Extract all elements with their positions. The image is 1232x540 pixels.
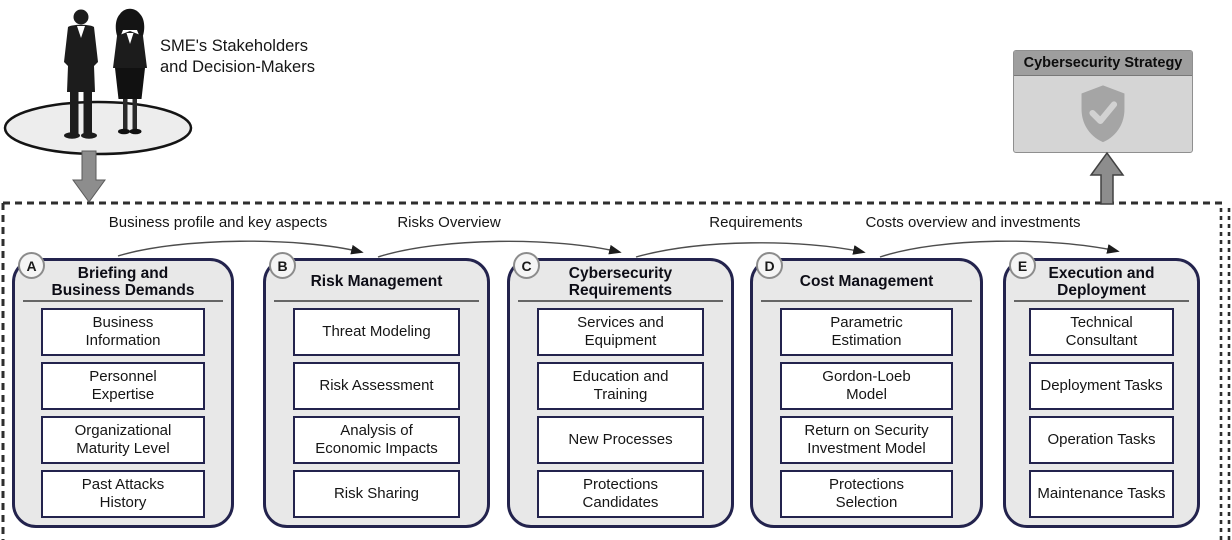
- stage-cybersecurity-requirements: C Cybersecurity Requirements Services an…: [507, 252, 734, 528]
- flow-label-costs-overview: Costs overview and investments: [865, 214, 1081, 231]
- stage-item: Protections Selection: [780, 470, 953, 518]
- stage-badge-e: E: [1009, 252, 1036, 279]
- stage-badge-b: B: [269, 252, 296, 279]
- stakeholders-illustration: [3, 8, 193, 156]
- stage-item: Education and Training: [536, 362, 705, 410]
- shield-check-icon: [1081, 85, 1125, 143]
- stage-title: Execution and Deployment: [1048, 264, 1155, 299]
- stage-item: Risk Sharing: [292, 470, 461, 518]
- strategy-body: [1014, 76, 1192, 152]
- stage-item: Past Attacks History: [40, 470, 206, 518]
- stage-item: Operation Tasks: [1028, 416, 1175, 464]
- stage-title: Risk Management: [310, 273, 443, 290]
- stage-item: Personnel Expertise: [40, 362, 206, 410]
- title-separator: [1014, 300, 1189, 302]
- stage-risk-management: B Risk Management Threat Modeling Risk A…: [263, 252, 490, 528]
- strategy-title: Cybersecurity Strategy: [1014, 51, 1192, 76]
- stage-item: Return on Security Investment Model: [780, 416, 953, 464]
- stage-briefing-business-demands: A Briefing and Business Demands Business…: [12, 252, 234, 528]
- stage-item: Technical Consultant: [1028, 308, 1175, 356]
- stakeholders-down-arrow-icon: [72, 150, 106, 203]
- cybersecurity-strategy-box: Cybersecurity Strategy: [1013, 50, 1193, 153]
- flow-label-business-profile: Business profile and key aspects: [108, 214, 328, 231]
- stage-execution-deployment: E Execution and Deployment Technical Con…: [1003, 252, 1200, 528]
- flow-label-requirements: Requirements: [709, 214, 803, 231]
- stage-item: Risk Assessment: [292, 362, 461, 410]
- title-separator: [23, 300, 223, 302]
- stage-item: Protections Candidates: [536, 470, 705, 518]
- stage-flow-arrows: [117, 240, 1120, 258]
- stage-item: Services and Equipment: [536, 308, 705, 356]
- stakeholders-label: SME's Stakeholders and Decision-Makers: [160, 37, 315, 76]
- title-separator: [518, 300, 723, 302]
- title-separator: [274, 300, 479, 302]
- flow-label-risks-overview: Risks Overview: [397, 214, 501, 231]
- stage-item: Business Information: [40, 308, 206, 356]
- stage-item: New Processes: [536, 416, 705, 464]
- title-separator: [761, 300, 972, 302]
- stage-item: Gordon-Loeb Model: [780, 362, 953, 410]
- businessman-silhouette: [64, 9, 98, 139]
- stage-item: Analysis of Economic Impacts: [292, 416, 461, 464]
- platform-ellipse: [3, 100, 193, 156]
- strategy-up-arrow-icon: [1089, 151, 1125, 205]
- stage-title: Briefing and Business Demands: [51, 264, 195, 299]
- stage-item: Organizational Maturity Level: [40, 416, 206, 464]
- stage-item: Maintenance Tasks: [1028, 470, 1175, 518]
- stage-badge-c: C: [513, 252, 540, 279]
- stage-badge-a: A: [18, 252, 45, 279]
- stage-item: Parametric Estimation: [780, 308, 953, 356]
- stage-title: Cost Management: [799, 273, 934, 290]
- businesswoman-silhouette: [113, 8, 147, 135]
- stage-item: Deployment Tasks: [1028, 362, 1175, 410]
- stage-cost-management: D Cost Management Parametric Estimation …: [750, 252, 983, 528]
- stage-item: Threat Modeling: [292, 308, 461, 356]
- stage-badge-d: D: [756, 252, 783, 279]
- stage-title: Cybersecurity Requirements: [568, 264, 673, 299]
